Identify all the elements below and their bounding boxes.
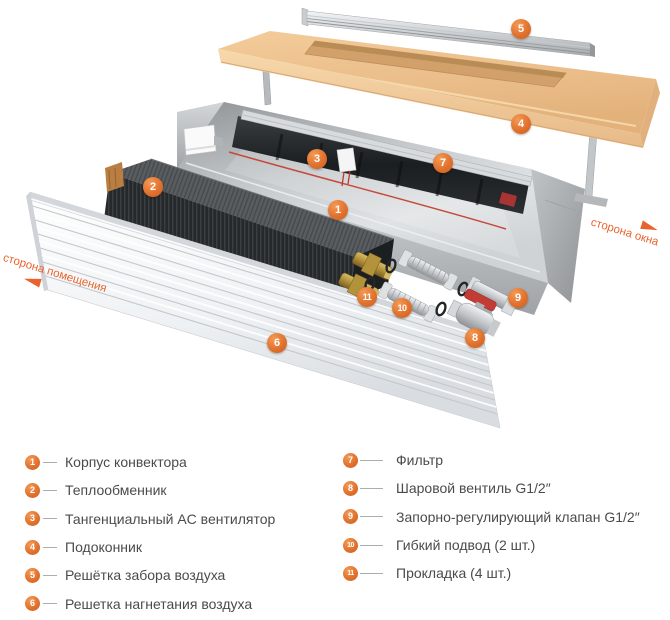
legend-badge-10: 10 — [343, 537, 358, 553]
legend-dash — [43, 574, 57, 576]
legend-badge-4: 4 — [25, 539, 40, 555]
legend-dash — [43, 518, 57, 520]
legend-item-11: 11 Прокладка (4 шт.) — [343, 559, 640, 587]
diagram-marker-8: 8 — [465, 328, 485, 348]
legend-label-10: Гибкий подвод (2 шт.) — [396, 537, 536, 554]
legend-dash — [43, 546, 57, 548]
legend-left-column: 1 Корпус конвектора 2 Теплообменник 3 Та… — [25, 448, 275, 618]
legend-dash — [360, 544, 383, 546]
junction-box — [183, 124, 223, 156]
legend-label-7: Фильтр — [396, 452, 444, 469]
legend-label-2: Теплообменник — [65, 482, 167, 499]
thermo-actuator — [336, 147, 357, 187]
legend-item-5: 5 Решётка забора воздуха — [25, 561, 275, 589]
legend-item-1: 1 Корпус конвектора — [25, 448, 275, 476]
air-intake-grille — [301, 7, 595, 57]
legend-dash — [360, 572, 383, 574]
flexible-hose-upper — [398, 249, 458, 291]
legend-dash — [43, 461, 57, 463]
legend-dash — [43, 603, 57, 605]
legend-item-9: 9 Запорно-регулирующий клапан G1/2″ — [343, 503, 640, 531]
diagram-marker-11: 11 — [357, 287, 377, 307]
diagram-marker-10: 10 — [392, 298, 412, 318]
fan-assembly — [228, 109, 533, 230]
legend-label-8: Шаровой вентиль G1/2″ — [396, 480, 551, 497]
legend-label-3: Тангенциальный AC вентилятор — [65, 510, 276, 527]
legend-label-6: Решетка нагнетания воздуха — [65, 595, 253, 612]
diagram-marker-9: 9 — [508, 288, 528, 308]
legend-label-4: Подоконник — [65, 539, 142, 556]
legend-item-3: 3 Тангенциальный AC вентилятор — [25, 505, 275, 533]
legend-item-4: 4 Подоконник — [25, 533, 275, 561]
legend-badge-7: 7 — [343, 452, 358, 468]
legend-dash — [43, 489, 57, 491]
legend-right-column: 7 Фильтр 8 Шаровой вентиль G1/2″ 9 Запор… — [343, 446, 640, 587]
legend-dash — [360, 516, 383, 518]
diagram-marker-2: 2 — [143, 177, 163, 197]
legend-dash — [360, 487, 383, 489]
legend-badge-6: 6 — [25, 596, 40, 612]
ball-valve — [446, 288, 501, 337]
legend-badge-2: 2 — [25, 482, 40, 498]
legend-badge-8: 8 — [343, 480, 358, 496]
legend-dash — [360, 459, 383, 461]
fan-capacitor — [499, 192, 517, 207]
legend-label-1: Корпус конвектора — [65, 454, 187, 471]
legend-label-9: Запорно-регулирующий клапан G1/2″ — [396, 508, 640, 525]
diagram-marker-5: 5 — [511, 19, 531, 39]
legend-badge-1: 1 — [25, 454, 40, 470]
diagram-marker-4: 4 — [511, 114, 531, 134]
power-cable — [228, 151, 507, 230]
legend-item-6: 6 Решетка нагнетания воздуха — [25, 589, 275, 617]
diagram-marker-6: 6 — [267, 333, 287, 353]
legend-badge-9: 9 — [343, 509, 358, 525]
legend-badge-3: 3 — [25, 511, 40, 527]
legend-badge-11: 11 — [343, 565, 358, 581]
legend-item-2: 2 Теплообменник — [25, 476, 275, 504]
he-end-bracket — [105, 162, 124, 192]
legend-item-10: 10 Гибкий подвод (2 шт.) — [343, 531, 640, 559]
exploded-view-illustration — [26, 7, 660, 429]
legend-label-5: Решётка забора воздуха — [65, 567, 226, 584]
legend-item-8: 8 Шаровой вентиль G1/2″ — [343, 474, 640, 502]
diagram-marker-3: 3 — [307, 149, 327, 169]
legend-badge-5: 5 — [25, 567, 40, 583]
diagram-marker-1: 1 — [328, 200, 348, 220]
arrow-left-icon — [22, 273, 42, 288]
windowsill-bracket-right — [574, 130, 608, 207]
diagram-marker-7: 7 — [433, 153, 453, 173]
legend-label-11: Прокладка (4 шт.) — [396, 565, 512, 582]
windowsill-board — [218, 31, 660, 148]
legend-item-7: 7 Фильтр — [343, 446, 640, 474]
